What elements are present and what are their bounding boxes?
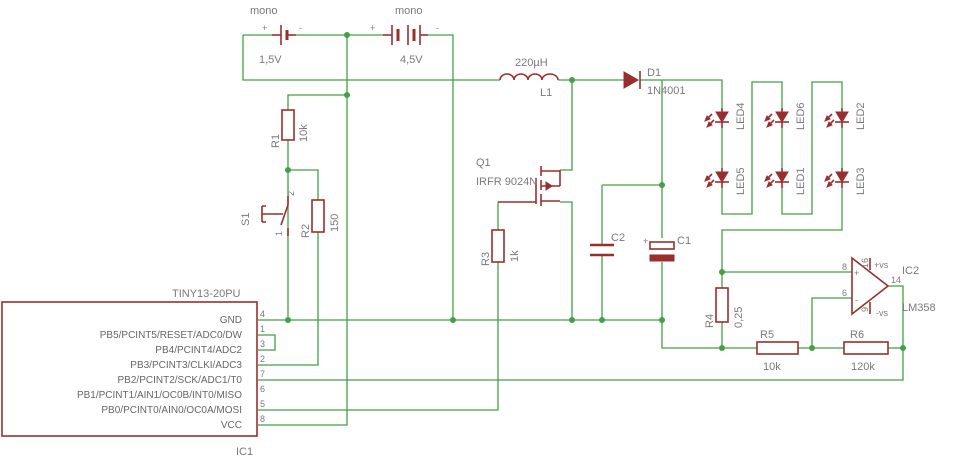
led-led3: LED3 (824, 167, 867, 200)
led2-label: LED2 (855, 102, 867, 130)
opamp-pin8: 8 (842, 262, 847, 272)
r2-value: 150 (329, 214, 341, 232)
mosfet-q1: Q1 IRFR 9024N (476, 157, 561, 206)
battery2-label: mono (395, 5, 423, 17)
battery1-minus: - (299, 23, 302, 33)
led5-label: LED5 (735, 167, 747, 195)
r5-name: R5 (760, 329, 774, 341)
mcu-pin-label: GND (220, 315, 242, 326)
led-led1: LED1 (764, 167, 807, 200)
svg-text:+: + (643, 236, 648, 246)
r4-value: 0,25 (733, 307, 745, 328)
c2-name: C2 (611, 232, 625, 244)
switch-name: S1 (240, 213, 252, 226)
opamp-ic2: + - 8 6 14 16 9 +vs -vs IC2 LM358 (842, 256, 936, 318)
mcu-pin-number: 7 (260, 369, 265, 379)
mcu-pin-label: PB0/PCINT0/AIN0/OC0A/MOSI (101, 405, 242, 416)
wires (242, 34, 904, 426)
mcu-pin-number: 2 (260, 354, 265, 364)
battery1-plus: + (262, 23, 267, 33)
r3-value: 1k (509, 250, 521, 262)
inductor-value: 220µH (515, 57, 548, 69)
opamp-plus: + (854, 268, 859, 278)
mcu-pin-label: VCC (221, 420, 242, 431)
opamp-name: IC2 (902, 265, 919, 277)
resistor-r5: R5 10k (756, 329, 799, 373)
mcu-pin-number: 1 (260, 324, 265, 334)
mcu-pin-number: 6 (260, 384, 265, 394)
led-led2: LED2 (824, 90, 867, 168)
mcu-pin-number: 8 (260, 414, 265, 424)
capacitor-c1: + C1 (643, 235, 691, 262)
led1-label: LED1 (795, 167, 807, 195)
r3-name: R3 (480, 252, 492, 266)
r6-value: 120k (851, 361, 875, 373)
mosfet-name: Q1 (476, 157, 491, 169)
r1-value: 10k (298, 124, 310, 142)
opamp-pin9: 9 (860, 307, 870, 312)
opamp-minus: - (855, 295, 858, 305)
mcu-pin-label: PB3/PCINT3/CLKI/ADC3 (130, 360, 242, 371)
inductor-l1: 220µH L1 (499, 57, 559, 99)
r4-name: R4 (704, 314, 716, 328)
battery1-label: mono (250, 5, 278, 17)
resistor-r2: R2 150 (300, 199, 341, 238)
mcu-part: TINY13-20PU (172, 288, 241, 300)
led-led5: LED5 (704, 167, 747, 200)
led4-label: LED4 (735, 102, 747, 130)
mcu-pin-label: PB5/PCINT5/RESET/ADC0/DW (100, 330, 243, 341)
mcu-pin-numbers: 4 1 3 2 7 6 5 8 (260, 309, 265, 424)
opamp-pin14: 14 (891, 275, 901, 285)
mcu-pin-number: 3 (260, 339, 265, 349)
opamp-vplus: +vs (874, 260, 889, 270)
diode-value: 1N4001 (647, 85, 686, 97)
mcu-name: IC1 (236, 446, 253, 458)
led-led4: LED4 (704, 90, 747, 168)
mcu-pin-label: PB1/PCINT1/AIN1/OC0B/INT0/MISO (77, 390, 242, 401)
led3-label: LED3 (855, 167, 867, 195)
mosfet-value: IRFR 9024N (476, 176, 537, 188)
led6-label: LED6 (795, 102, 807, 130)
led-led6: LED6 (764, 90, 807, 168)
c1-name: C1 (677, 235, 691, 247)
diode-d1: D1 1N4001 (623, 67, 686, 97)
inductor-name: L1 (540, 87, 552, 99)
mcu-ic1: TINY13-20PU IC1 GND PB5/PCINT5/RESET/ADC… (1, 288, 265, 458)
battery-4-5v: mono 4,5V + - (370, 5, 439, 66)
opamp-value: LM358 (902, 302, 936, 314)
diode-name: D1 (647, 67, 661, 79)
resistor-r3: R3 1k (480, 229, 521, 266)
mcu-pin-number: 4 (260, 309, 265, 319)
opamp-vminus: -vs (876, 308, 888, 318)
battery2-minus: - (436, 23, 439, 33)
r2-name: R2 (300, 224, 312, 238)
switch-pin1: 1 (274, 231, 284, 236)
switch-pin2: 2 (286, 191, 296, 196)
battery2-value: 4,5V (400, 54, 423, 66)
battery2-plus: + (370, 23, 375, 33)
mcu-pin-labels: GND PB5/PCINT5/RESET/ADC0/DW PB4/PCINT4/… (77, 315, 243, 431)
r5-value: 10k (763, 361, 781, 373)
mcu-pin-label: PB4/PCINT4/ADC2 (155, 345, 242, 356)
mcu-pin-number: 5 (260, 399, 265, 409)
battery1-value: 1,5V (259, 54, 282, 66)
mcu-pin-label: PB2/PCINT2/SCK/ADC1/T0 (118, 375, 243, 386)
capacitor-c2: C2 (590, 232, 625, 257)
resistor-r4: R4 0,25 (704, 287, 745, 328)
junctions (285, 32, 906, 351)
battery-1-5v: mono 1,5V + - (250, 5, 302, 66)
resistor-r6: R6 120k (843, 329, 889, 373)
resistor-r1: R1 10k (270, 109, 310, 148)
r1-name: R1 (270, 134, 282, 148)
switch-s1: S1 1 2 (240, 191, 296, 236)
opamp-pin6: 6 (842, 288, 847, 298)
r6-name: R6 (850, 329, 864, 341)
opamp-pin16: 16 (860, 258, 870, 268)
